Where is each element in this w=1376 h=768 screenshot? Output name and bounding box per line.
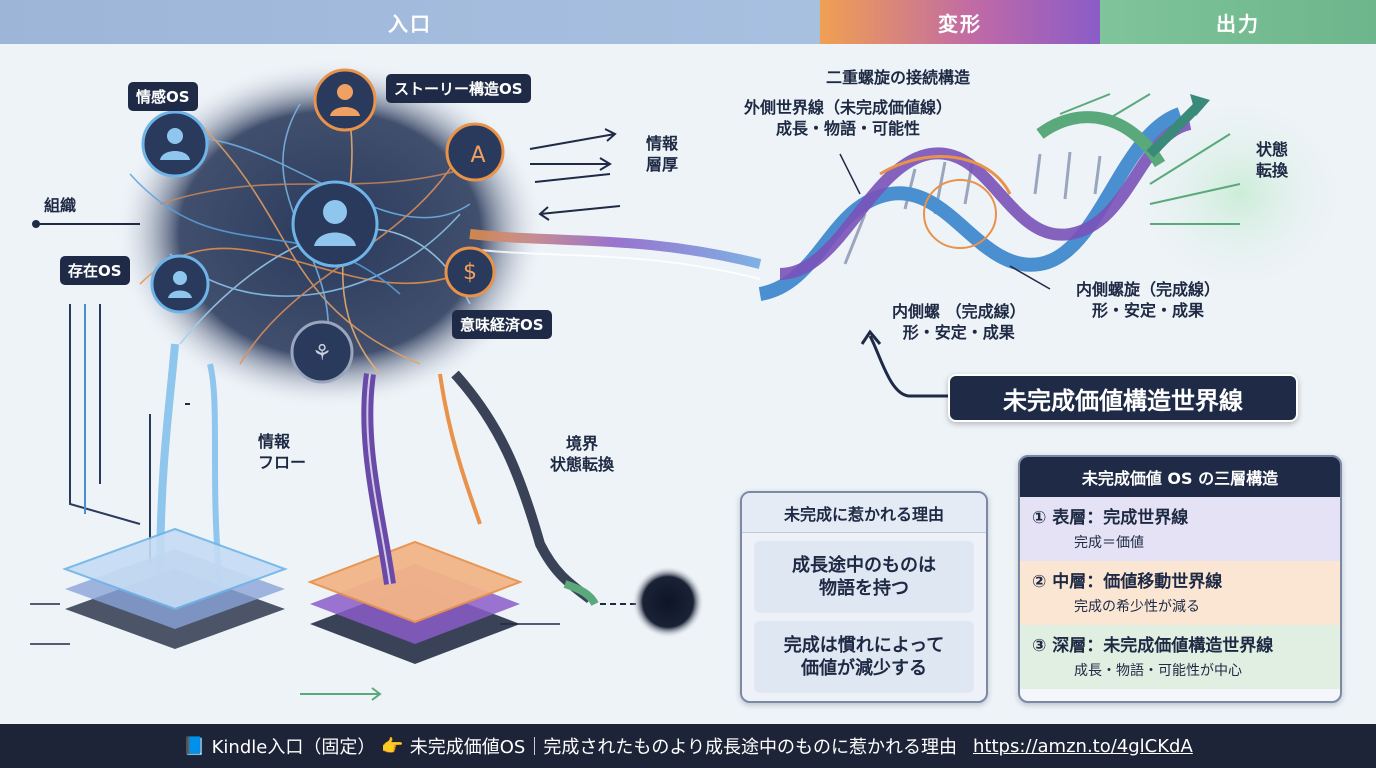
reasons-title: 未完成に惹かれる理由	[742, 493, 986, 533]
info-flow-line1: 情報	[258, 432, 291, 451]
middle-layer-stack	[307, 373, 523, 664]
info-thick-line1: 情報	[646, 134, 679, 153]
three-layers-panel: 未完成価値 OS の三層構造 ① 表層：完成世界線 完成＝価値 ② 中層：価値移…	[1018, 455, 1342, 703]
info-thick-label: 情報 層厚	[646, 134, 678, 176]
info-thick-line2: 層厚	[646, 154, 679, 174]
inner-helix-label-b: 内側螺 （完成線） 形・安定・成果	[892, 302, 1026, 344]
kindle-entry-text: Kindle入口（固定）	[211, 737, 376, 758]
state-transform-label: 状態 転換	[1256, 140, 1288, 182]
amazon-link[interactable]: https://amzn.to/4glCKdA	[973, 735, 1193, 757]
layers-title: 未完成価値 OS の三層構造	[1020, 457, 1340, 497]
emotion-os-tag: 情感OS	[128, 82, 198, 111]
organization-label: 組織	[44, 196, 77, 215]
layer-sub: 完成の希少性が減る	[1074, 599, 1200, 615]
story-os-tag: ストーリー構造OS	[386, 74, 531, 103]
info-flow-line2: フロー	[258, 452, 307, 472]
svg-text:$: $	[463, 260, 477, 285]
outer-line1: 外側世界線（未完成価値線）	[744, 98, 953, 117]
inner-b-line2: 形・安定・成果	[902, 322, 1015, 342]
layer-title: ③ 深層：未完成価値構造世界線	[1032, 636, 1274, 656]
footer-title: 未完成価値OS｜完成されたものより成長途中のものに惹かれる理由	[409, 737, 957, 758]
layer-middle: ② 中層：価値移動世界線 完成の希少性が減る	[1020, 561, 1340, 625]
boundary-line2: 状態転換	[550, 454, 615, 474]
book-icon: 📘	[183, 735, 206, 757]
meaning-economy-os-tag: 意味経済OS	[452, 310, 552, 339]
reason-item: 完成は慣れによって 価値が減少する	[754, 621, 974, 693]
worldline-callout: 未完成価値構造世界線	[948, 374, 1298, 422]
inner-helix-label: 内側螺旋（完成線） 形・安定・成果	[1076, 280, 1220, 322]
reason-line: 物語を持つ	[819, 578, 909, 599]
svg-text:A: A	[470, 143, 485, 168]
stage-output: 出力	[1100, 0, 1376, 44]
network-cloud: $ A ⚘	[32, 59, 762, 409]
reason-line: 価値が減少する	[801, 658, 927, 679]
helix-title: 二重螺旋の接続構造	[826, 68, 971, 87]
boundary-line1: 境界	[566, 434, 599, 453]
pointing-hand-icon: 👉	[381, 735, 404, 757]
reason-item: 成長途中のものは 物語を持つ	[754, 541, 974, 613]
reason-line: 完成は慣れによって	[783, 634, 945, 656]
inner-b-line1: 内側螺 （完成線）	[892, 302, 1026, 321]
state-line2: 転換	[1256, 160, 1289, 180]
outer-line2: 成長・物語・可能性	[776, 118, 921, 138]
layer-surface: ① 表層：完成世界線 完成＝価値	[1020, 497, 1340, 561]
inner-a-line2: 形・安定・成果	[1092, 300, 1205, 320]
diagram-graphics: $ A ⚘	[30, 59, 1360, 701]
footer-bar: 📘 Kindle入口（固定） 👉 未完成価値OS｜完成されたものより成長途中のも…	[0, 724, 1376, 768]
layer-sub: 成長・物語・可能性が中心	[1074, 663, 1242, 679]
layer-title: ① 表層：完成世界線	[1032, 508, 1189, 528]
info-thick-arrows	[529, 128, 621, 221]
info-flow-label: 情報 フロー	[258, 432, 306, 474]
stage-transform: 変形	[820, 0, 1100, 44]
existence-os-tag: 存在OS	[60, 256, 130, 285]
diagram: $ A ⚘	[0, 44, 1376, 724]
stage-input: 入口	[0, 0, 820, 44]
left-layer-stack	[62, 527, 288, 649]
outer-worldline-label: 外側世界線（未完成価値線） 成長・物語・可能性	[744, 98, 952, 140]
boundary-path	[451, 370, 704, 638]
double-helix	[758, 84, 1360, 304]
layer-deep: ③ 深層：未完成価値構造世界線 成長・物語・可能性が中心	[1020, 625, 1340, 689]
reason-line: 成長途中のものは	[792, 554, 936, 576]
boundary-label: 境界 状態転換	[550, 434, 614, 476]
reasons-panel: 未完成に惹かれる理由 成長途中のものは 物語を持つ 完成は慣れによって 価値が減…	[740, 491, 988, 703]
state-line1: 状態	[1256, 140, 1289, 159]
inner-a-line1: 内側螺旋（完成線）	[1076, 280, 1221, 299]
layer-sub: 完成＝価値	[1074, 535, 1144, 551]
stage-bar: 入口 変形 出力	[0, 0, 1376, 44]
svg-text:⚘: ⚘	[312, 341, 332, 366]
layer-title: ② 中層：価値移動世界線	[1032, 572, 1223, 592]
